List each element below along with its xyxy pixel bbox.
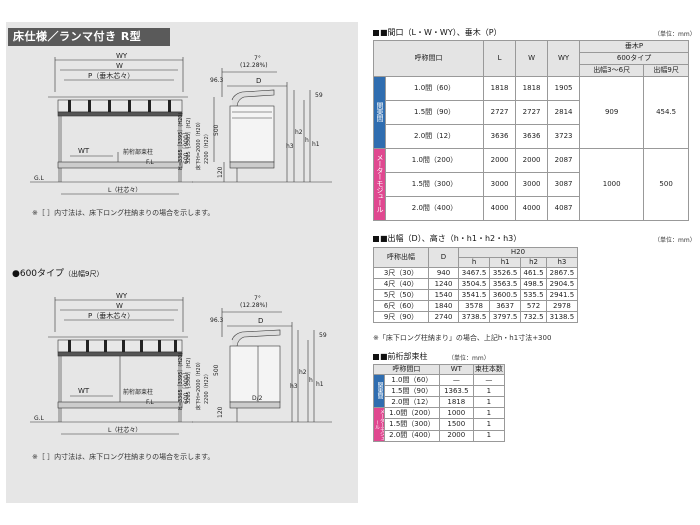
- label-d-b: D: [258, 317, 263, 325]
- label-slope-b: (12.28%): [240, 302, 268, 309]
- label-h3-b: h3: [290, 383, 298, 390]
- label-gl-b: G.L: [34, 415, 45, 422]
- label-120-b: 120: [217, 406, 224, 418]
- label-front-post: 前桁部束柱: [123, 148, 153, 156]
- label-2200-b: 2200（H22）: [204, 371, 210, 404]
- label-59: 59: [315, 92, 323, 99]
- label-h3365-b: H=3365［3395］(H20): [177, 353, 184, 410]
- label-wt-b: WT: [78, 387, 90, 395]
- label-gl: G.L: [34, 175, 45, 182]
- label-w: W: [116, 62, 123, 70]
- table1-unit: （単位：mm）: [654, 31, 696, 38]
- label-wy-b: WY: [116, 292, 128, 300]
- table2-title: ■出幅（D）、高さ（h・h1・h2・h3）: [373, 233, 521, 244]
- label-600-900-b: 600［900］: [183, 369, 190, 404]
- label-500: 500: [213, 124, 220, 136]
- label-h1: h1: [312, 141, 320, 148]
- label-59-b: 59: [319, 332, 327, 339]
- label-floor: 床下H=2000（H20）: [195, 119, 202, 170]
- label-600-900: 600［900］: [183, 129, 190, 164]
- label-h3: h3: [286, 143, 294, 150]
- label-h: h: [305, 137, 309, 144]
- label-p-b: P（垂木芯々）: [88, 311, 134, 320]
- label-963-b: 96.3: [210, 317, 224, 324]
- table2-unit: （単位：mm）: [654, 237, 696, 244]
- label-2200: 2200（H22）: [204, 131, 210, 164]
- label-l-b: L（柱芯々）: [108, 426, 141, 434]
- label-p: P（垂木芯々）: [88, 71, 134, 80]
- note-bottom: ※［ ］内寸法は、床下ロング柱納まりの場合を示します。: [32, 453, 215, 461]
- table2-note: ※「床下ロング柱納まり」の場合、上記h・h1寸法+300: [373, 334, 552, 342]
- label-floor-b: 床下H=2000（H20）: [195, 359, 202, 410]
- label-3265: 3265［3565］(H2): [185, 118, 192, 164]
- front-view-diagram-bottom: WY W P（垂木芯々） WT 前桁部束柱 F.L G.L L（柱芯々） 600…: [30, 292, 193, 435]
- label-120: 120: [217, 166, 224, 178]
- side-view-diagram-top: 7° (12.28%) 96.3 D 59 h2 h h1 h3 500 120…: [177, 55, 332, 183]
- label-h2: h2: [295, 129, 303, 136]
- page-title: 床仕様／ランマ付き R型: [8, 28, 170, 46]
- table1-title: ■間口（L・W・WY）、垂木（P）: [373, 27, 502, 38]
- label-fl: F.L: [146, 159, 154, 166]
- label-wy: WY: [116, 52, 128, 60]
- note-top: ※［ ］内寸法は、床下ロング柱納まりの場合を示します。: [32, 209, 215, 217]
- table3-unit: （単位：mm）: [448, 355, 490, 362]
- label-h-b: h: [309, 377, 313, 384]
- side-view-diagram-bottom: 7° (12.28%) 96.3 D D/2 59 h2 h h1 h3 500…: [177, 295, 332, 423]
- label-h3365: H=3365［3395］(H20): [177, 113, 184, 170]
- label-fl-b: F.L: [146, 399, 154, 406]
- label-front-post-b: 前桁部束柱: [123, 388, 153, 396]
- label-h1-b: h1: [316, 381, 324, 388]
- label-wt: WT: [78, 147, 90, 155]
- label-3265-b: 3265［3565］(H2): [185, 358, 192, 404]
- label-l: L（柱芯々）: [108, 186, 141, 194]
- label-500-b: 500: [213, 364, 220, 376]
- label-w-b: W: [116, 302, 123, 310]
- table3-title: ■前桁部束柱: [373, 351, 428, 362]
- label-angle-b: 7°: [254, 295, 261, 302]
- front-view-diagram-top: WY W P（垂木芯々） WT 前桁部束柱 F.L G.L L（柱芯々） 600…: [30, 52, 193, 195]
- section-600-title: ●600タイプ（出幅9尺）: [12, 269, 104, 279]
- label-angle: 7°: [254, 55, 261, 62]
- label-slope: (12.28%): [240, 62, 268, 69]
- label-h2-b: h2: [299, 369, 307, 376]
- label-963: 96.3: [210, 77, 224, 84]
- label-d: D: [256, 77, 261, 85]
- label-d2: D/2: [252, 395, 263, 402]
